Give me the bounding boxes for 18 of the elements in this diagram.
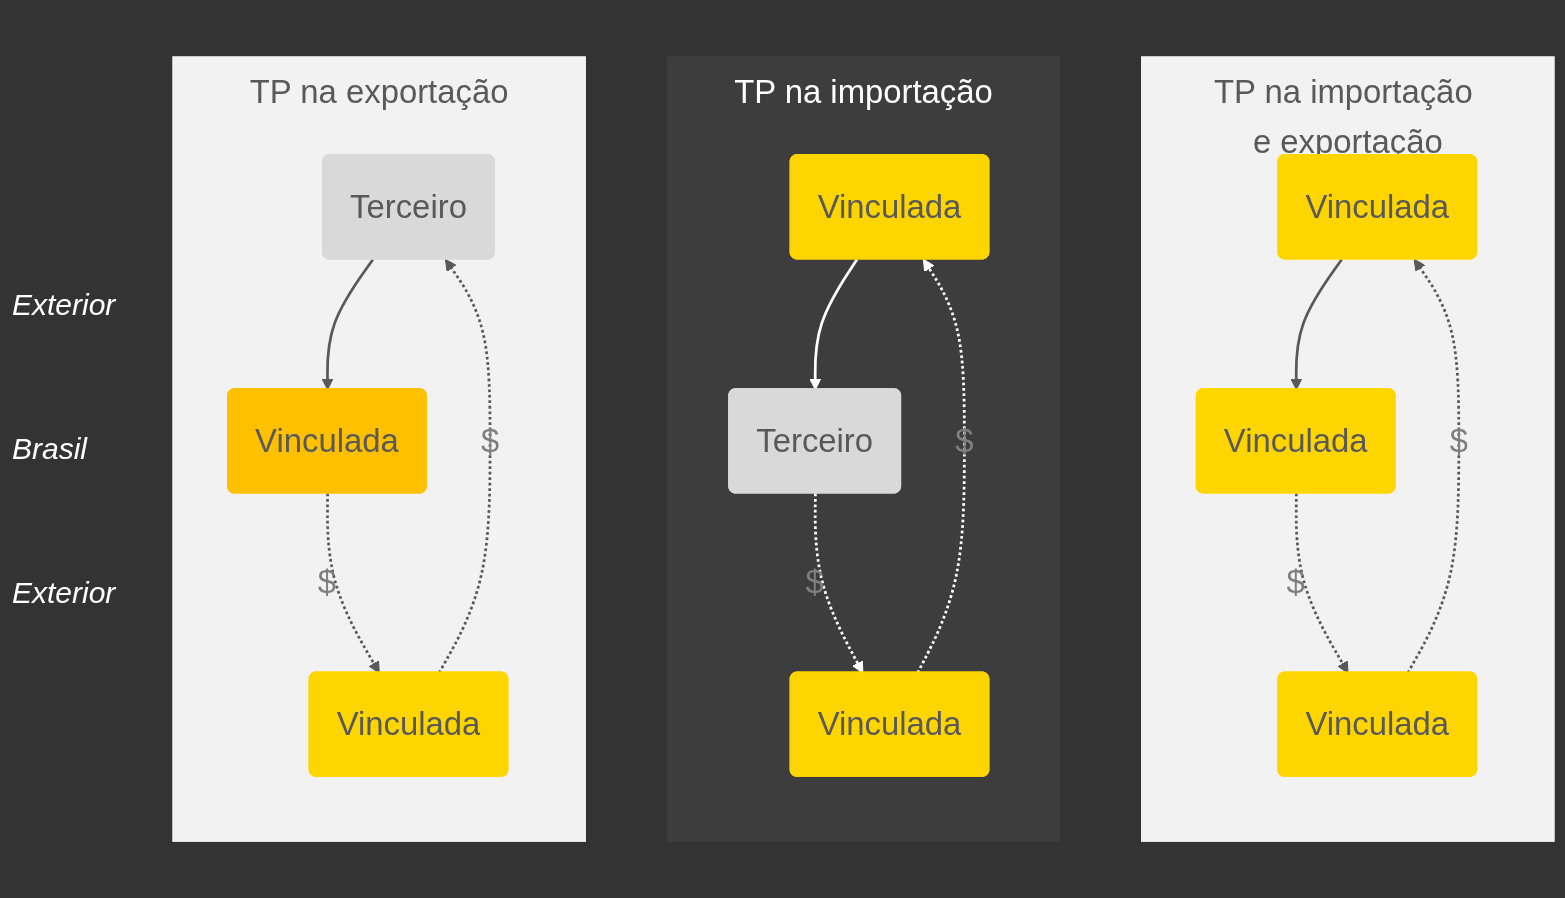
arrow [809,258,859,390]
edge-label: $ [480,421,500,459]
region-label: Exterior [12,576,117,610]
edge-label: $ [1286,563,1305,601]
arrow [1294,493,1349,674]
arrow [326,493,380,674]
arrow [916,258,966,674]
arrow [1290,258,1343,390]
edge-label: $ [317,563,337,601]
arrow [437,258,492,674]
arrow [813,493,864,674]
region-label: Brasil [12,432,89,466]
edge-label: $ [1449,421,1468,459]
arrow [321,258,375,390]
edge-label: $ [955,421,974,459]
region-label: Exterior [12,288,117,322]
edge-label: $ [805,563,824,601]
arrow [1406,258,1461,674]
